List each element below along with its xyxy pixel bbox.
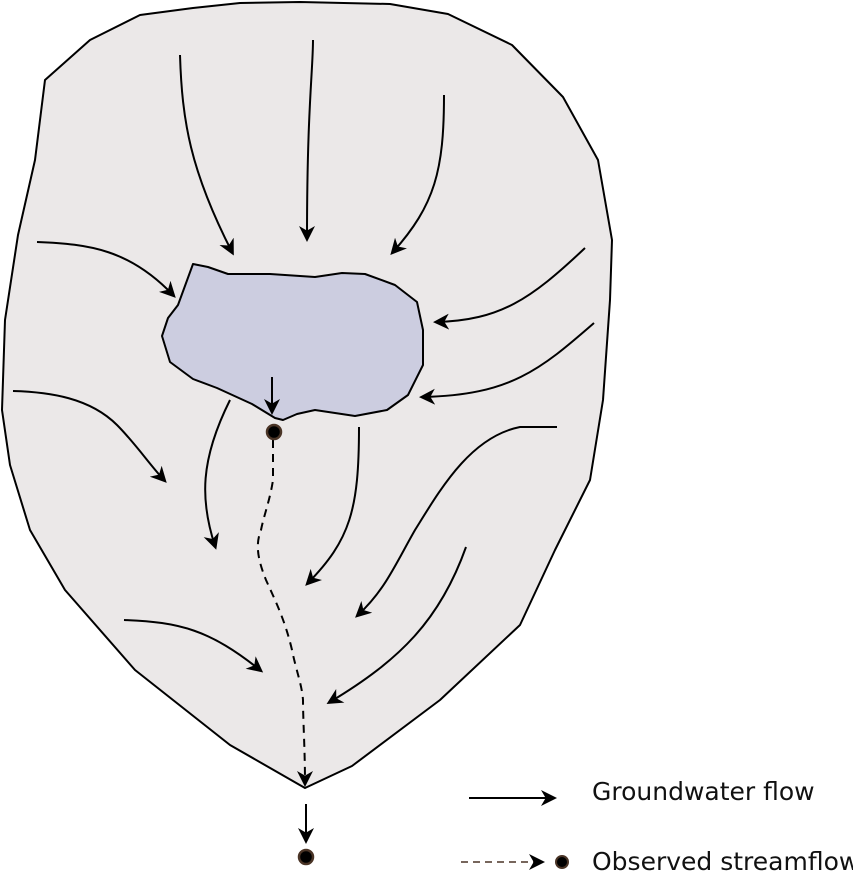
flow-arrow (12, 390, 167, 483)
legend: Groundwater flow Observed streamflow (461, 777, 853, 876)
flow-arrow (123, 619, 264, 673)
legend-groundwater-label: Groundwater flow (592, 777, 815, 806)
flow-arrow (433, 247, 586, 330)
lake-outlet-gauge-point (265, 423, 283, 441)
flow-arrow (419, 322, 595, 405)
flow-arrow (203, 399, 231, 550)
groundwater-flow-arrows (12, 39, 595, 705)
flow-arrow (179, 54, 234, 256)
flow-arrow (390, 94, 445, 255)
catchment-outlet-gauge-point (297, 848, 315, 866)
flow-arrow (36, 241, 176, 298)
flow-arrow (305, 426, 360, 586)
legend-streamflow-label: Observed streamflow (592, 847, 853, 876)
flow-arrow (355, 426, 557, 618)
legend-streamflow-point (555, 855, 569, 869)
stream-channel (256, 440, 313, 787)
flow-arrow (299, 39, 316, 242)
lake (161, 263, 424, 421)
flow-arrow (326, 546, 467, 705)
